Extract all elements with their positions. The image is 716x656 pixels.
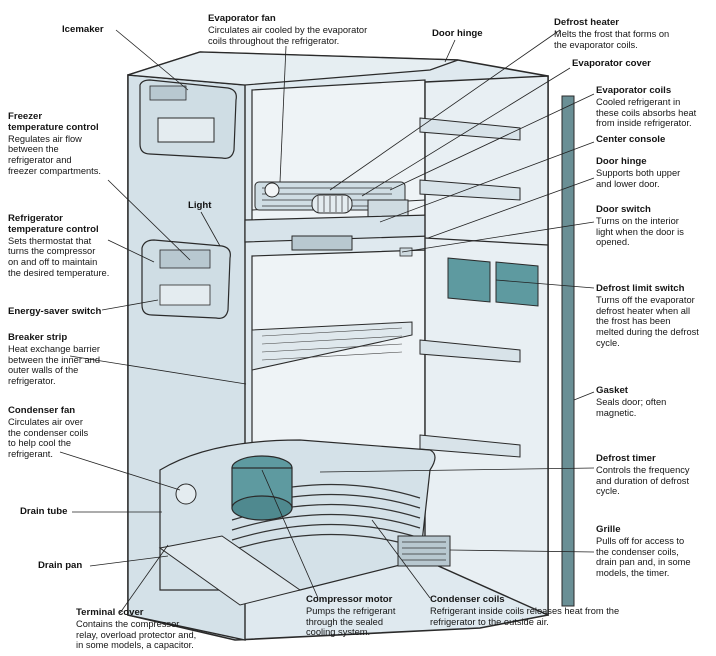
machine-compartment [158,439,451,606]
evaporator-fan-title: Evaporator fan [208,13,276,24]
breaker-strip-title: Breaker strip [8,332,68,343]
freezer-control-pod [139,79,237,159]
label-evaporator-coils: Evaporator coils Cooled refrigerant in t… [596,85,714,129]
fridge-control-desc: Sets thermostat that turns the compresso… [8,235,110,278]
leader-lines [59,29,595,614]
open-door [419,75,575,617]
door-switch-title: Door switch [596,204,651,215]
evaporator-coils [254,181,409,221]
label-drain-pan: Drain pan [38,560,83,571]
compressor-title: Compressor motor [306,594,393,605]
gasket-desc: Seals door; often magnetic. [596,396,667,418]
grille-desc: Pulls off for access to the condenser co… [596,535,691,579]
condenser-coils-title: Condenser coils [430,594,505,605]
defrost-limit-desc: Turns off the evaporator defrost heater … [596,294,699,348]
label-icemaker: Icemaker [62,24,104,35]
label-door-hinge-mid: Door hinge Supports both upper and lower… [596,156,706,189]
label-terminal-cover: Terminal cover Contains the compressor r… [76,607,236,651]
terminal-cover-title: Terminal cover [76,607,144,618]
label-light: Light [188,200,212,211]
label-defrost-limit-switch: Defrost limit switch Turns off the evapo… [596,283,712,349]
label-defrost-timer: Defrost timer Controls the frequency and… [596,453,712,497]
grille-title: Grille [596,524,621,535]
label-evaporator-fan: Evaporator fan Circulates air cooled by … [208,13,388,46]
freezer-control-title: Freezer temperature control [8,111,99,133]
label-grille: Grille Pulls off for access to the conde… [596,524,712,579]
label-refrigerator-temp-control: Refrigerator temperature control Sets th… [8,213,132,279]
freezer-control-desc: Regulates air flow between the refrigera… [8,133,102,176]
fridge-control-pod [141,239,231,319]
label-evaporator-cover: Evaporator cover [572,58,651,69]
defrost-timer-desc: Controls the frequency and duration of d… [596,464,690,497]
defrost-heater-title: Defrost heater [554,17,620,28]
label-drain-tube: Drain tube [20,506,68,517]
condenser-fan-title: Condenser fan [8,405,76,416]
door-switch-desc: Turns on the interior light when the doo… [596,215,684,248]
defrost-limit-title: Defrost limit switch [596,283,685,294]
gasket-title: Gasket [596,385,628,396]
defrost-heater-desc: Melts the frost that forms on the evapor… [554,28,670,50]
evaporator-coils-title: Evaporator coils [596,85,672,96]
label-door-hinge-top: Door hinge [432,28,483,39]
label-freezer-temp-control: Freezer temperature control Regulates ai… [8,111,124,177]
label-condenser-fan: Condenser fan Circulates air over the co… [8,405,118,460]
evaporator-coils-desc: Cooled refrigerant in these coils absorb… [596,96,697,129]
terminal-cover-desc: Contains the compressor relay, overload … [76,618,197,651]
fridge-control-title: Refrigerator temperature control [8,213,99,235]
breaker-strip-desc: Heat exchange barrier between the inner … [8,343,101,387]
refrigerator-compartment [251,247,426,461]
label-center-console: Center console [596,134,666,145]
label-condenser-coils: Condenser coils Refrigerant inside coils… [430,594,670,627]
condenser-fan-desc: Circulates air over the condenser coils … [8,416,89,460]
evaporator-fan-desc: Circulates air cooled by the evaporator … [208,24,368,46]
label-door-switch: Door switch Turns on the interior light … [596,204,706,248]
label-gasket: Gasket Seals door; often magnetic. [596,385,706,418]
compressor-desc: Pumps the refrigerant through the sealed… [306,605,396,638]
condenser-coils-desc: Refrigerant inside coils releases heat f… [430,605,620,627]
label-energy-saver-switch: Energy-saver switch [8,306,102,317]
label-breaker-strip: Breaker strip Heat exchange barrier betw… [8,332,128,387]
defrost-timer-title: Defrost timer [596,453,656,464]
label-defrost-heater: Defrost heater Melts the frost that form… [554,17,704,50]
door-hinge-mid-desc: Supports both upper and lower door. [596,167,681,189]
door-hinge-mid-title: Door hinge [596,156,647,167]
label-compressor-motor: Compressor motor Pumps the refrigerant t… [306,594,426,638]
